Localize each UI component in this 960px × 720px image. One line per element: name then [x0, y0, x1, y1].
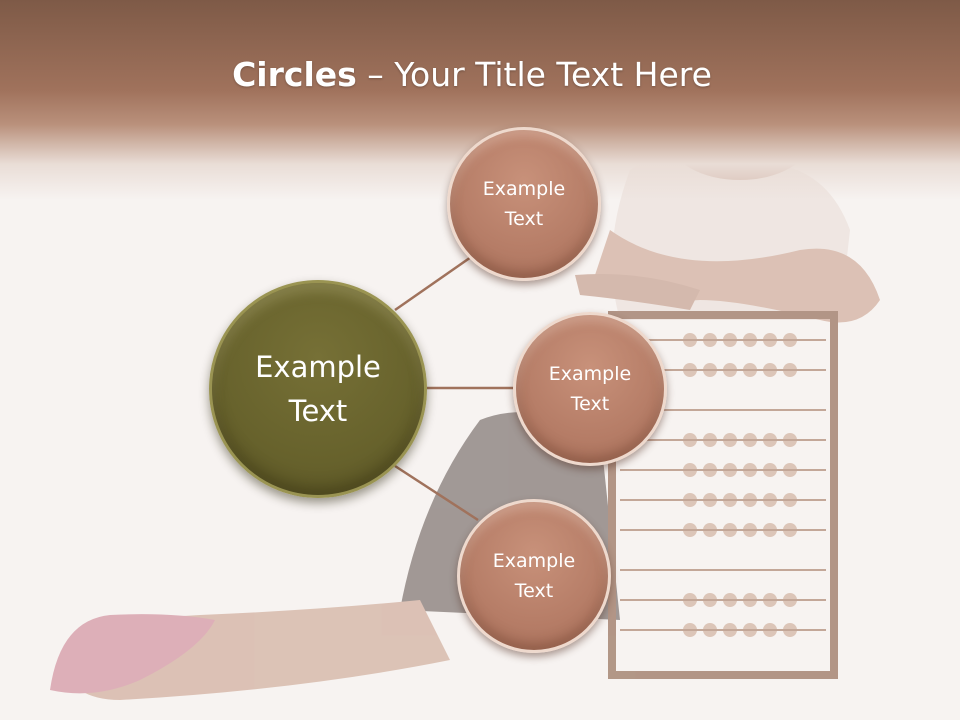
slide-title: Circles – Your Title Text Here: [0, 52, 944, 98]
connector-line: [394, 464, 479, 522]
circle-node-label: Example Text: [548, 363, 632, 415]
circle-node-label: Example Text: [482, 178, 566, 230]
circle-node-label: Example Text: [492, 550, 576, 602]
circle-node-middle[interactable]: Example Text: [513, 312, 667, 466]
center-circle-label: Example Text: [255, 350, 381, 428]
connector-line: [394, 253, 475, 312]
center-circle[interactable]: Example Text: [209, 280, 427, 498]
title-bold: Circles: [232, 55, 357, 94]
title-rest: – Your Title Text Here: [356, 55, 712, 94]
circle-node-top[interactable]: Example Text: [447, 127, 601, 281]
circle-node-bottom[interactable]: Example Text: [457, 499, 611, 653]
